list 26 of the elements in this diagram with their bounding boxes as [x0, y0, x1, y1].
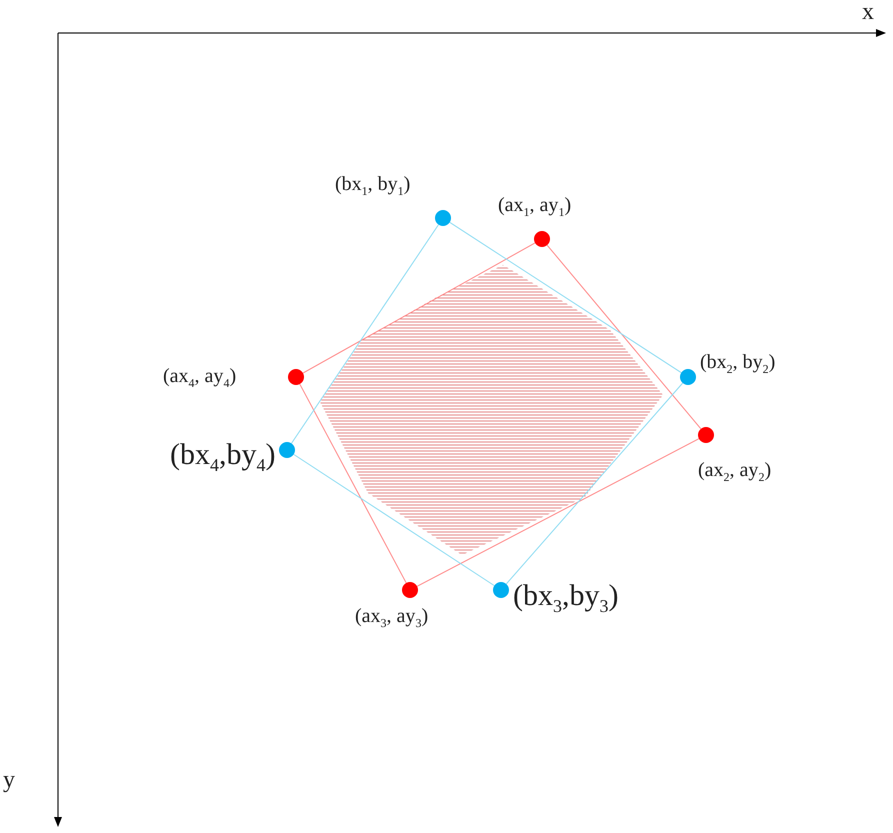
polygon-side	[416, 438, 700, 587]
point-dot	[435, 210, 451, 226]
axis-label: y	[3, 766, 15, 795]
polygon-side	[546, 244, 702, 430]
polygon-side	[299, 384, 407, 584]
polygon-side	[302, 242, 536, 374]
polygon-side	[506, 382, 684, 584]
point-dot	[288, 369, 304, 385]
coordinate-label: (bx$_{4}$,by$_{4}$)	[170, 437, 276, 477]
point-dot	[493, 582, 509, 598]
coordinate-label: (ax$_{4}$, ay$_{4}$)	[163, 364, 236, 390]
coordinate-label: (bx$_{1}$, by$_{1}$)	[335, 172, 410, 198]
coordinate-label: (ax$_{1}$, ay$_{1}$)	[498, 193, 572, 220]
point-dot	[698, 427, 714, 443]
polygon-side	[293, 454, 495, 586]
point-dot	[534, 231, 550, 247]
coordinate-label: (bx$_{2}$, by$_{2}$)	[700, 350, 776, 376]
point-dot	[279, 442, 295, 458]
axis-label: x	[862, 0, 874, 27]
coordinate-label: (ax$_{2}$, ay$_{2}$)	[698, 458, 772, 484]
coordinate-label: (ax$_{3}$, ay$_{3}$)	[355, 604, 428, 630]
polygon-side	[290, 224, 440, 444]
coordinate-label: (bx$_{3}$,by$_{3}$)	[513, 578, 618, 618]
point-dot	[680, 369, 696, 385]
polygon-side	[449, 222, 682, 374]
point-dot	[402, 582, 418, 598]
